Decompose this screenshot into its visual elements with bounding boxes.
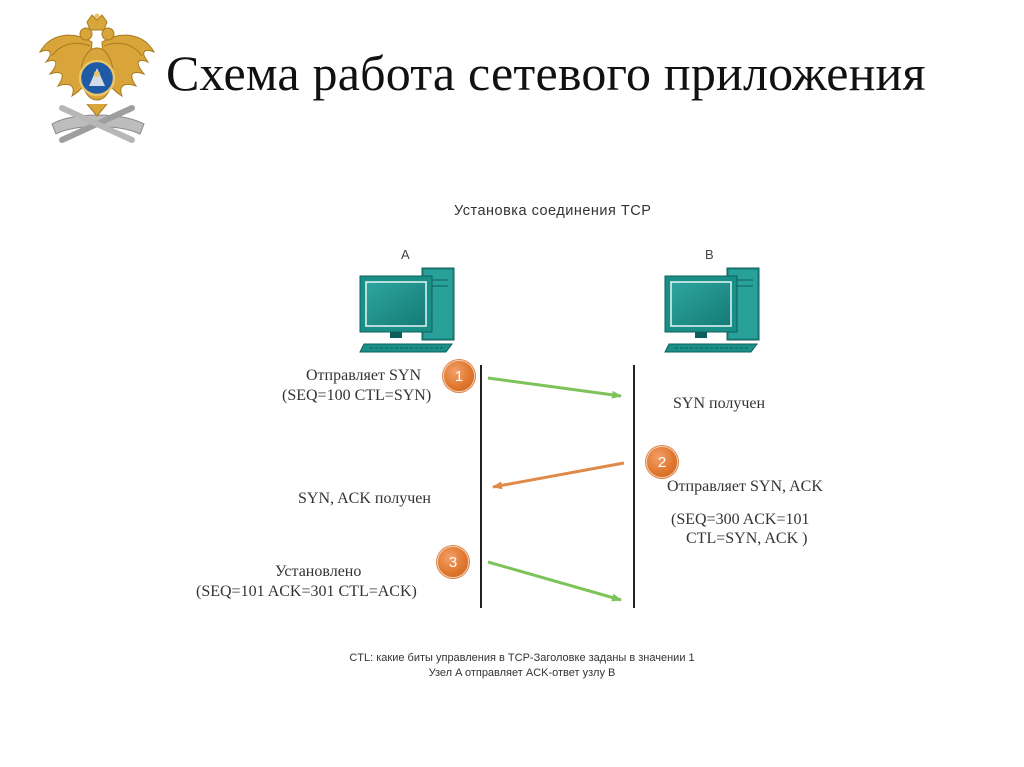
- step-2-receiver-text: SYN, ACK получен: [298, 490, 431, 507]
- step-1-sender-line-2: (SEQ=100 CTL=SYN): [282, 387, 432, 404]
- computer-a-icon: [359, 267, 455, 353]
- double-headed-eagle-emblem-icon: [38, 13, 156, 143]
- page-title: Схема работа сетевого приложения: [166, 45, 926, 101]
- arrow-step-2: [492, 461, 625, 490]
- step-2-sender-line-2: (SEQ=300 ACK=101: [671, 511, 810, 528]
- arrow-step-1: [487, 376, 622, 399]
- step-3-sender-line-1: Установлено: [275, 563, 362, 580]
- step-1-receiver-text: SYN получен: [673, 395, 766, 412]
- step-2-sender-line-3: CTL=SYN, ACK ): [686, 530, 808, 547]
- node-a-label: A: [401, 247, 410, 262]
- footnote-line-1: CTL: какие биты управления в TCP-Заголов…: [349, 652, 695, 664]
- arrow-step-3: [487, 560, 622, 602]
- step-badge-1: 1: [443, 360, 475, 392]
- step-badge-2: 2: [646, 446, 678, 478]
- crown-icon: [86, 13, 108, 31]
- shield-icon: [78, 59, 116, 97]
- step-3-sender-line-2: (SEQ=101 ACK=301 CTL=ACK): [196, 583, 417, 600]
- computer-b-icon: [664, 267, 760, 353]
- step-badge-3: 3: [437, 546, 469, 578]
- step-2-sender-line-1: Отправляет SYN, ACK: [667, 478, 823, 495]
- footnote-line-2: Узел A отправляет ACK-ответ узлу B: [428, 667, 616, 679]
- node-b-label: B: [705, 247, 714, 262]
- step-1-sender-line-1: Отправляет SYN: [306, 367, 421, 384]
- diagram-title: Установка соединения TCP: [454, 203, 652, 219]
